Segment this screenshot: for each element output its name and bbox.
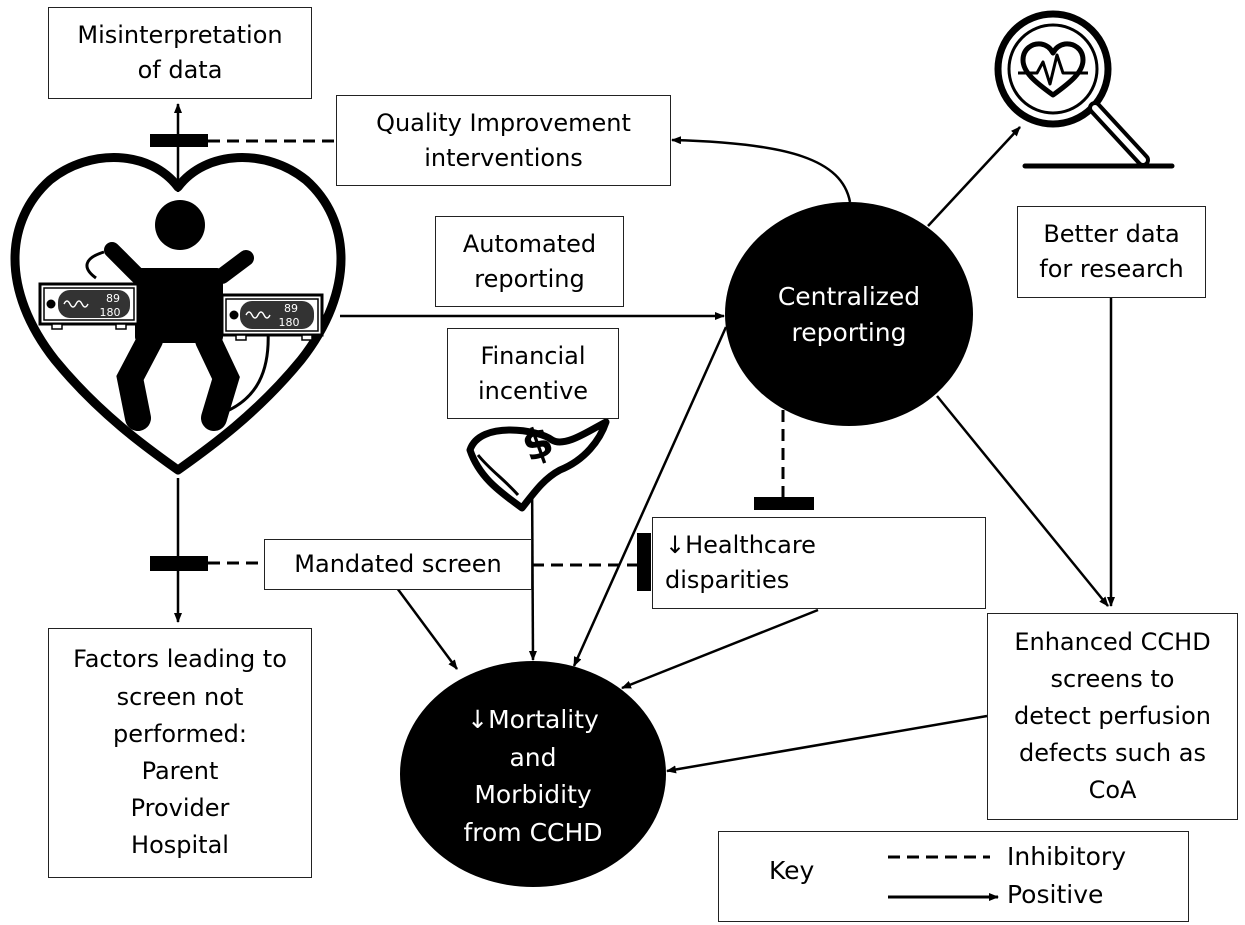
enhanced-cchd-line-3: detect perfusion xyxy=(1013,701,1211,730)
enhanced-cchd-line-5: CoA xyxy=(1088,776,1137,805)
key-positive-label: Positive xyxy=(1007,880,1104,909)
factors-line-3: performed: xyxy=(113,719,247,748)
automated-reporting-line-1: Automated xyxy=(462,229,597,258)
centralized-reporting-line-2: reporting xyxy=(791,318,907,347)
quality-improvement-line-1: Quality Improvement xyxy=(376,108,631,137)
misinterpretation-line-1: Misinterpretation xyxy=(77,21,283,50)
mandated-screen-label: Mandated screen xyxy=(294,550,502,579)
inhibitor-bar-disparities xyxy=(637,533,651,591)
factors-box: Factors leading to screen not performed:… xyxy=(48,628,312,878)
edge-centralized-to-research-icon xyxy=(927,126,1021,227)
healthcare-disparities-box: ↓Healthcare disparities xyxy=(652,517,986,609)
quality-improvement-box: Quality Improvement interventions xyxy=(336,95,671,186)
better-data-line-1: Better data xyxy=(1043,220,1180,249)
edge-mandated-to-mortality xyxy=(395,587,459,670)
inhibitor-bar-bottom xyxy=(150,556,208,571)
pulse-oximeter-left: 89 180 xyxy=(38,282,140,330)
enhanced-cchd-box: Enhanced CCHD screens to detect perfusio… xyxy=(987,613,1238,820)
edge-enhanced-to-mortality xyxy=(666,714,988,774)
quality-improvement-line-2: interventions xyxy=(424,143,583,172)
centralized-reporting-node xyxy=(725,202,973,426)
edge-disparities-to-mortality xyxy=(621,608,819,690)
enhanced-cchd-line-2: screens to xyxy=(1050,664,1175,693)
better-data-line-2: for research xyxy=(1039,255,1184,283)
misinterpretation-box: Misinterpretation of data xyxy=(48,7,312,99)
oximeter-left-value-top: 89 xyxy=(106,292,120,305)
inhibitor-bar-top xyxy=(150,134,208,147)
financial-incentive-line-1: Financial xyxy=(480,341,586,370)
oximeter-right-value-bottom: 180 xyxy=(279,316,300,329)
magnifier-heart-icon xyxy=(994,10,1175,169)
factors-line-2: screen not xyxy=(116,682,244,711)
mortality-line-1: ↓Mortality xyxy=(467,705,599,734)
heart-outline xyxy=(10,153,346,475)
factors-line-1: Factors leading to xyxy=(73,645,287,674)
mortality-line-2: and xyxy=(509,742,557,772)
financial-incentive-line-2: incentive xyxy=(477,376,589,405)
centralized-reporting-line-1: Centralized xyxy=(777,281,921,311)
infant-icon xyxy=(85,200,270,431)
automated-reporting-box: Automated reporting xyxy=(435,216,624,307)
mortality-line-4: from CCHD xyxy=(463,817,603,847)
better-data-box: Better data for research xyxy=(1017,206,1206,298)
mortality-label: ↓Mortality and Morbidity from CCHD xyxy=(400,696,666,856)
misinterpretation-line-2: of data xyxy=(137,56,223,84)
oximeter-left-value-bottom: 180 xyxy=(100,306,121,319)
key-legend: Key Inhibitory Positive xyxy=(718,831,1189,922)
centralized-reporting-label: Centralized reporting xyxy=(725,270,973,360)
oximeter-right-value-top: 89 xyxy=(284,302,298,315)
money-bill-icon: $ xyxy=(466,416,610,512)
edge-centralized-to-enhanced xyxy=(936,395,1109,607)
automated-reporting-line-2: reporting xyxy=(474,264,585,293)
factors-line-5: Provider xyxy=(130,794,230,823)
factors-line-4: Parent xyxy=(141,757,219,785)
enhanced-cchd-line-4: defects such as xyxy=(1019,739,1206,768)
mandated-screen-box: Mandated screen xyxy=(264,539,532,590)
financial-incentive-box: Financial incentive xyxy=(447,328,619,419)
edge-centralized-to-quality xyxy=(671,136,852,203)
pulse-oximeter-right: 89 180 xyxy=(220,293,324,341)
key-inhibitory-label: Inhibitory xyxy=(1007,842,1126,871)
enhanced-cchd-line-1: Enhanced CCHD xyxy=(1014,627,1211,656)
edge-centralized-to-mortality xyxy=(572,326,728,667)
healthcare-disparities-line-1: ↓Healthcare xyxy=(665,531,816,560)
mortality-node xyxy=(400,661,666,887)
healthcare-disparities-line-2: disparities xyxy=(665,566,790,594)
factors-line-6: Hospital xyxy=(131,831,229,860)
heart-illustration: 89 180 89 180 xyxy=(10,153,346,475)
edge-financial-to-mortality xyxy=(528,469,537,661)
key-title: Key xyxy=(769,856,815,885)
mortality-line-3: Morbidity xyxy=(474,780,592,809)
inhibitor-bar-centralized xyxy=(754,497,814,510)
